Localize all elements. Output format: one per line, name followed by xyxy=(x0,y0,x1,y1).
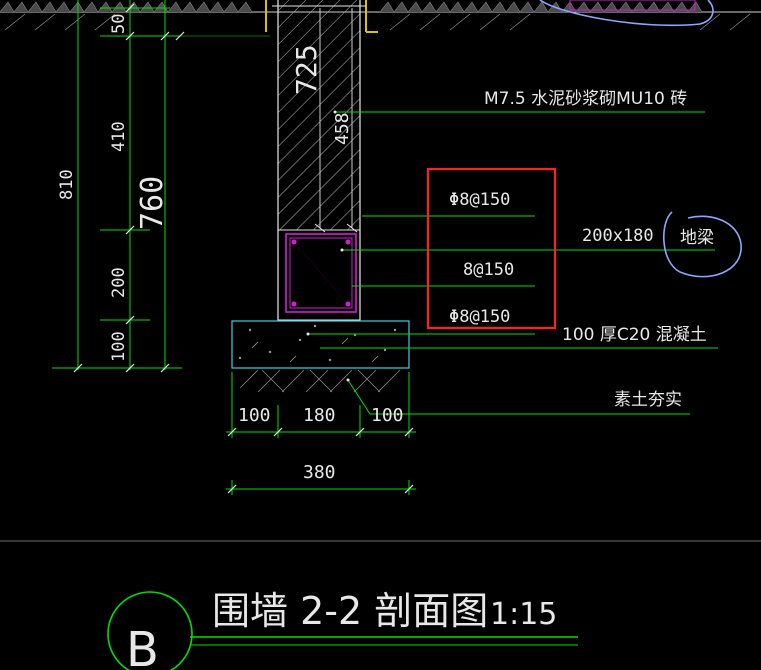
dim-bottom-left: 100 xyxy=(238,405,271,426)
dim-lower: 200 xyxy=(109,267,129,298)
soil-spec: 素土夯实 xyxy=(614,390,682,410)
bottom-dim-ticks xyxy=(227,427,414,494)
dim-bottom-right: 100 xyxy=(371,405,404,426)
wall-height-dim: 725 xyxy=(290,44,323,95)
sketch-annotation-top xyxy=(539,0,714,27)
concrete-spec: 100 厚C20 混凝土 xyxy=(562,325,707,345)
brick-wall xyxy=(272,0,366,320)
stirrup-spec-top: Φ8@150 xyxy=(449,190,510,210)
dim-total-height: 810 xyxy=(57,169,77,200)
left-dimension-lines xyxy=(52,0,270,370)
section-marker-letter: B xyxy=(126,622,159,670)
dim-top: 50 xyxy=(109,14,129,34)
section-marker-circle xyxy=(107,591,193,670)
beam-size: 200x180 xyxy=(582,226,654,246)
left-dim-ticks xyxy=(73,3,185,373)
dim-bottom-middle: 180 xyxy=(303,405,336,426)
ground-beam xyxy=(277,229,361,321)
section-title: 围墙 2-2 剖面图 xyxy=(212,589,488,633)
sketch-circle-beam xyxy=(663,211,742,278)
concrete-pad xyxy=(231,320,410,369)
dim-combined: 760 xyxy=(135,176,170,230)
title-block: B 围墙 2-2 剖面图 1:15 xyxy=(107,589,578,670)
bars-spec-mid: 8@150 xyxy=(463,260,514,280)
leader-dots xyxy=(306,110,350,382)
dim-bottom-total: 380 xyxy=(303,462,336,483)
wall-inner-dim: 458 xyxy=(332,112,353,145)
section-scale: 1:15 xyxy=(490,597,557,632)
dim-bottom: 100 xyxy=(109,331,129,362)
highlight-box xyxy=(426,167,557,330)
leader-lines xyxy=(308,111,718,415)
top-yellow-marks xyxy=(265,0,378,33)
stirrup-spec-bottom: Φ8@150 xyxy=(449,307,510,327)
wall-dim-lines xyxy=(314,8,358,233)
compacted-soil xyxy=(239,369,401,393)
dim-upper: 410 xyxy=(109,121,129,152)
top-label-box xyxy=(569,0,696,11)
beam-name: 地梁 xyxy=(680,228,714,248)
masonry-spec: M7.5 水泥砂浆砌MU10 砖 xyxy=(484,89,687,109)
